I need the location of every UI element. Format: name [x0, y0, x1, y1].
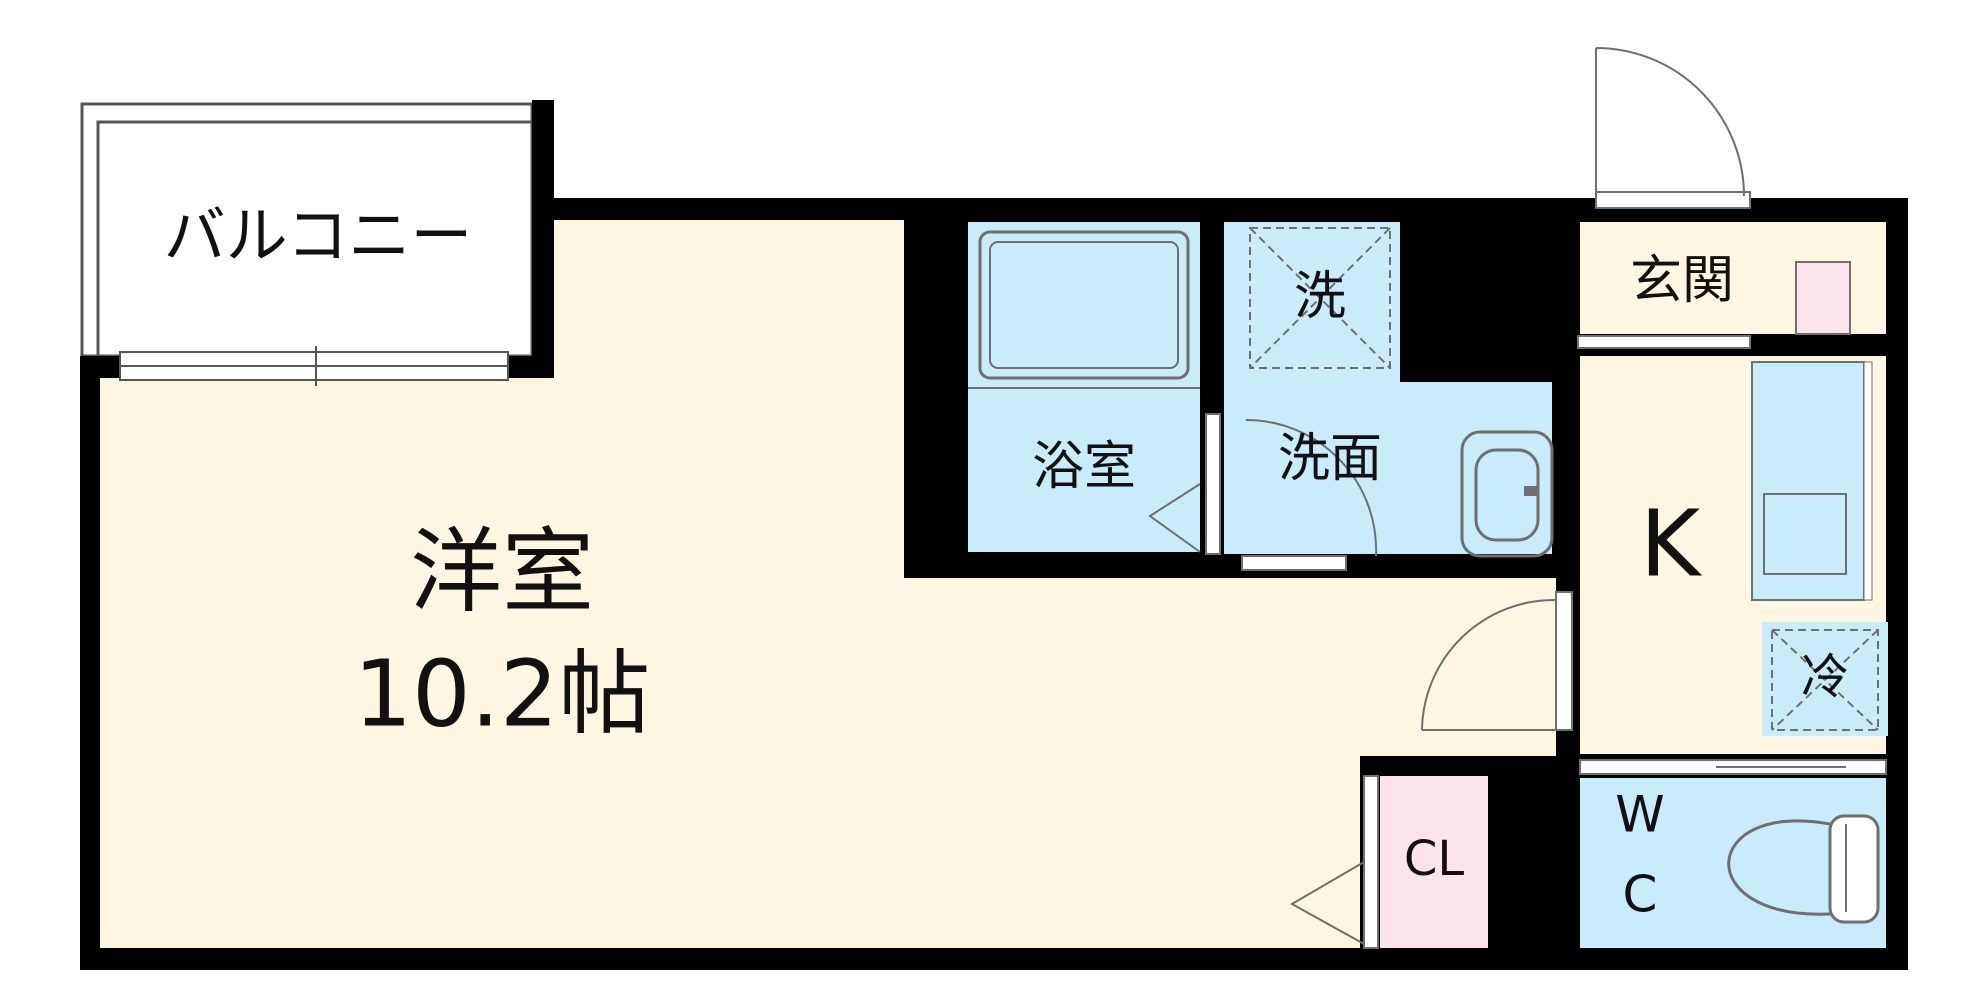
hall-door: [1421, 591, 1573, 731]
western-room-label: 洋室: [410, 518, 594, 625]
toilet-label-w: W: [1615, 786, 1664, 844]
fridge-label: 冷: [1801, 649, 1849, 705]
entrance: [1577, 47, 1886, 349]
washer-space: [1224, 222, 1400, 382]
western-room-size: 10.2帖: [354, 640, 651, 747]
balcony: [80, 100, 554, 370]
closet: [1289, 775, 1488, 949]
closet-label: CL: [1404, 831, 1465, 887]
balcony-label: バルコニー: [164, 199, 473, 272]
bathroom: [968, 222, 1201, 553]
toilet: [1579, 759, 1887, 948]
balcony-window: [119, 346, 509, 386]
bathroom-label: 浴室: [1032, 437, 1136, 497]
kitchen-label: K: [1640, 490, 1703, 597]
washer-label: 洗: [1294, 267, 1346, 327]
western-room: [100, 220, 1556, 948]
toilet-label-c: C: [1623, 866, 1658, 924]
entrance-label: 玄関: [1630, 251, 1734, 311]
washroom: [1205, 382, 1554, 571]
fridge-space: [1762, 622, 1888, 736]
washroom-label: 洗面: [1278, 429, 1382, 489]
